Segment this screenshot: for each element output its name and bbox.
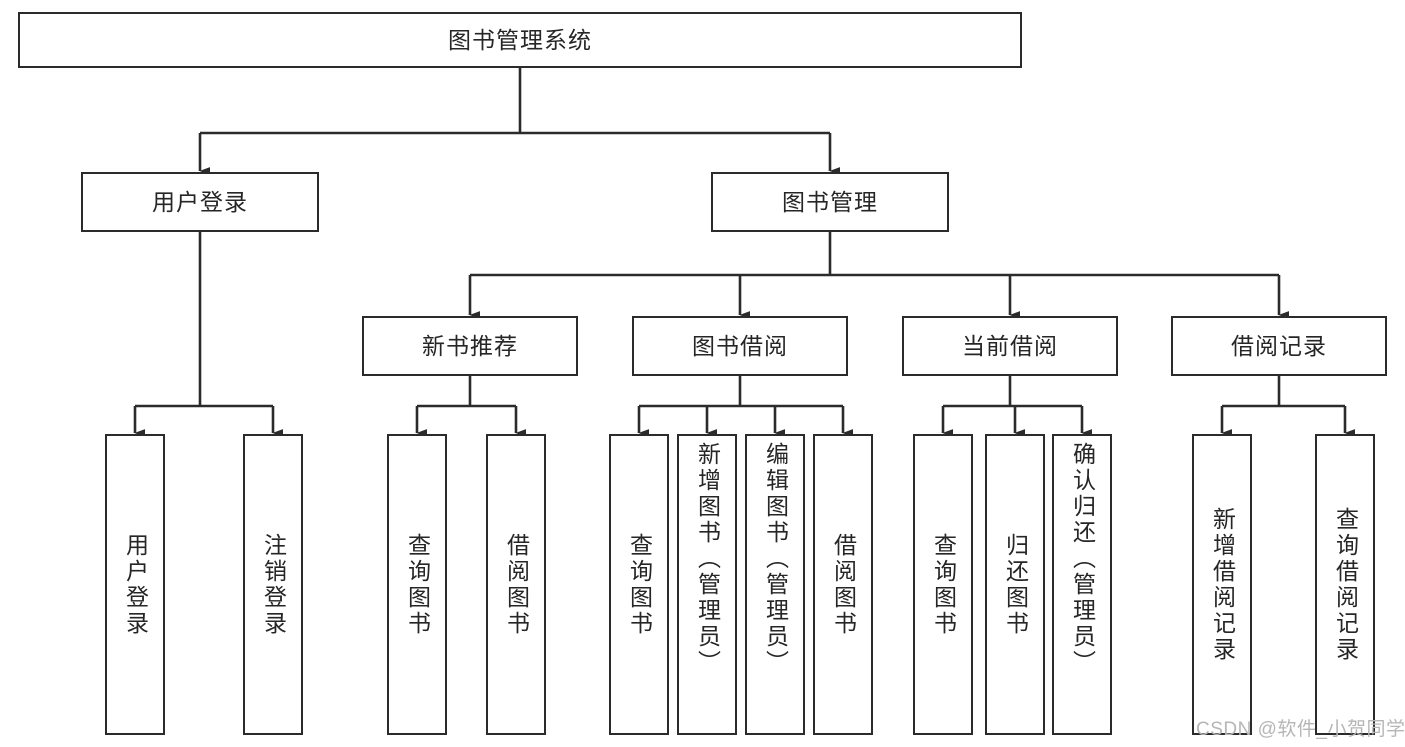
node-label: 用户登录 — [122, 532, 149, 637]
node-leaf-query-book-2[interactable]: 查询图书 — [609, 434, 669, 735]
node-borrow-record[interactable]: 借阅记录 — [1171, 316, 1387, 376]
node-label: 查询图书 — [930, 532, 957, 637]
node-label: 新书推荐 — [422, 332, 518, 359]
node-label: 借阅记录 — [1231, 332, 1327, 359]
node-leaf-confirm-return[interactable]: 确认归还（管理员） — [1052, 434, 1112, 735]
node-book-borrow[interactable]: 图书借阅 — [632, 316, 848, 376]
node-label: 新增图书（管理员） — [694, 442, 721, 676]
node-leaf-add-book[interactable]: 新增图书（管理员） — [677, 434, 737, 735]
node-leaf-add-record[interactable]: 新增借阅记录 — [1192, 434, 1252, 735]
node-label: 借阅图书 — [830, 532, 857, 637]
node-label: 查询图书 — [626, 532, 653, 637]
node-label: 用户登录 — [152, 188, 248, 215]
node-leaf-borrow-book-2[interactable]: 借阅图书 — [813, 434, 873, 735]
node-label: 注销登录 — [260, 532, 287, 637]
node-leaf-query-record[interactable]: 查询借阅记录 — [1315, 434, 1375, 735]
node-leaf-query-book-1[interactable]: 查询图书 — [387, 434, 447, 735]
node-label: 查询借阅记录 — [1332, 506, 1359, 663]
node-label: 借阅图书 — [503, 532, 530, 637]
node-current-borrow[interactable]: 当前借阅 — [902, 316, 1118, 376]
node-leaf-user-login[interactable]: 用户登录 — [105, 434, 165, 735]
node-label: 编辑图书（管理员） — [762, 442, 789, 676]
node-label: 查询图书 — [404, 532, 431, 637]
node-label: 图书管理 — [782, 188, 878, 215]
node-root[interactable]: 图书管理系统 — [18, 12, 1022, 68]
node-label: 归还图书 — [1002, 532, 1029, 637]
node-label: 图书管理系统 — [448, 26, 592, 53]
node-user-login[interactable]: 用户登录 — [81, 172, 319, 232]
node-label: 图书借阅 — [692, 332, 788, 359]
node-leaf-return-book[interactable]: 归还图书 — [985, 434, 1045, 735]
node-leaf-logout[interactable]: 注销登录 — [243, 434, 303, 735]
node-label: 当前借阅 — [962, 332, 1058, 359]
node-new-book-rec[interactable]: 新书推荐 — [362, 316, 578, 376]
node-book-manage[interactable]: 图书管理 — [711, 172, 949, 232]
node-label: 确认归还（管理员） — [1069, 442, 1096, 676]
node-label: 新增借阅记录 — [1209, 506, 1236, 663]
node-leaf-edit-book[interactable]: 编辑图书（管理员） — [745, 434, 805, 735]
node-leaf-query-book-3[interactable]: 查询图书 — [913, 434, 973, 735]
node-leaf-borrow-book-1[interactable]: 借阅图书 — [486, 434, 546, 735]
